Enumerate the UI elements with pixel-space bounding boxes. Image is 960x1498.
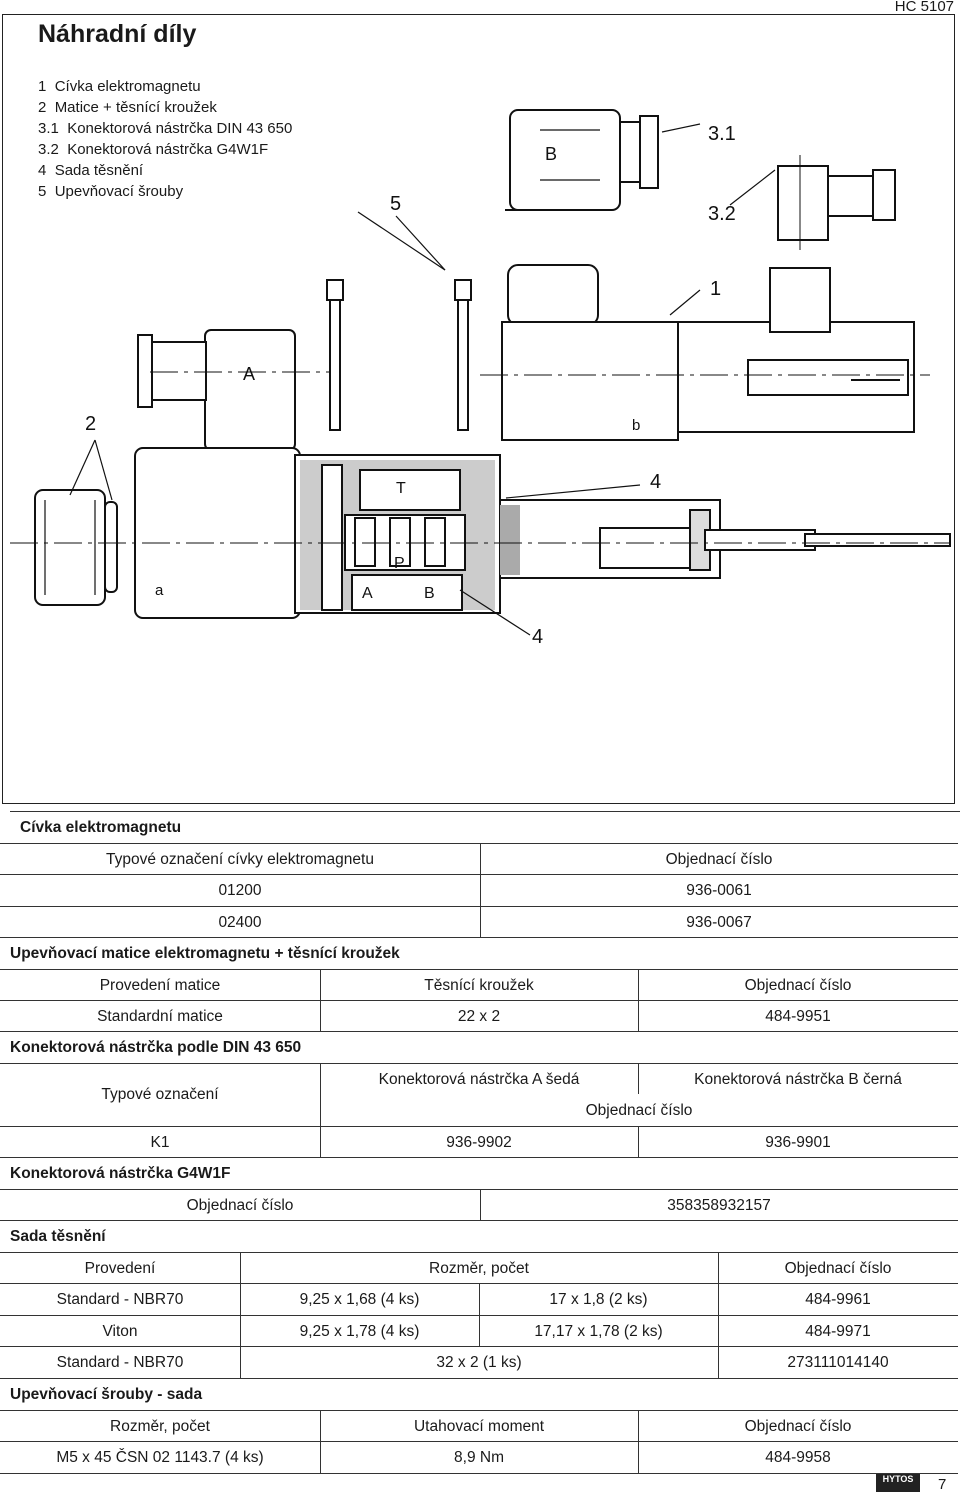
- label-3-2: 3.2: [708, 203, 736, 225]
- divider: [320, 1410, 321, 1473]
- divider: [638, 1410, 639, 1473]
- label-connector-b: B: [545, 144, 557, 164]
- divider: [718, 1252, 719, 1378]
- legend-item: 2 Matice + těsnící kroužek: [38, 99, 217, 116]
- divider: [320, 969, 321, 1031]
- divider: [240, 1252, 241, 1378]
- divider: [479, 1283, 480, 1346]
- section-coil: Cívka elektromagnetu: [10, 811, 960, 843]
- legend-item: 3.1 Konektorová nástrčka DIN 43 650: [38, 120, 293, 137]
- table-row: Standard - NBR70 32 x 2 (1 ks) 273111014…: [0, 1346, 958, 1378]
- divider: [638, 1063, 639, 1094]
- section-g4w1f: Konektorová nástrčka G4W1F: [0, 1157, 958, 1189]
- label-4-top: 4: [650, 471, 661, 493]
- label-1: 1: [710, 278, 721, 300]
- din-header: Typové označení Konektorová nástrčka A š…: [0, 1063, 958, 1126]
- label-5: 5: [390, 193, 401, 215]
- table-row: Objednací číslo 358358932157: [0, 1189, 958, 1221]
- document-code: HC 5107: [894, 0, 954, 15]
- coil-header: Typové označení cívky elektromagnetu Obj…: [0, 843, 958, 875]
- table-row: 02400 936-0067: [0, 906, 958, 938]
- label-coil-a: a: [155, 582, 164, 599]
- label-connector-a: A: [243, 364, 255, 384]
- page-title: Náhradní díly: [38, 20, 197, 48]
- exploded-valve-drawing: 5 3.1 3.2 1 2 4 4 A B T P A B a b: [10, 109, 951, 648]
- label-coil-b: b: [632, 417, 640, 434]
- hytos-logo: HYTOS: [876, 1474, 920, 1492]
- section-nut: Upevňovací matice elektromagnetu + těsní…: [0, 937, 958, 969]
- divider: [638, 969, 639, 1031]
- section-din: Konektorová nástrčka podle DIN 43 650: [0, 1031, 958, 1063]
- drawing-frame: [2, 14, 955, 804]
- divider: [480, 1189, 481, 1220]
- divider: [320, 1063, 321, 1157]
- table-row: Standardní matice 22 x 2 484-9951: [0, 1000, 958, 1032]
- seals-header: Provedení Rozměr, počet Objednací číslo: [0, 1252, 958, 1284]
- label-2: 2: [85, 413, 96, 435]
- label-3-1: 3.1: [708, 123, 736, 145]
- screws-header: Rozměr, počet Utahovací moment Objednací…: [0, 1410, 958, 1442]
- label-port-p: P: [394, 555, 405, 572]
- table-row: M5 x 45 ČSN 02 1143.7 (4 ks) 8,9 Nm 484-…: [0, 1441, 958, 1474]
- section-seals: Sada těsnění: [0, 1220, 958, 1252]
- page-number: 7: [938, 1476, 947, 1493]
- legend-item: 4 Sada těsnění: [38, 162, 144, 179]
- legend-item: 1 Cívka elektromagnetu: [38, 78, 201, 95]
- label-port-a: A: [362, 585, 373, 602]
- section-screws: Upevňovací šrouby - sada: [0, 1378, 958, 1410]
- table-row: 01200 936-0061: [0, 874, 958, 906]
- legend-item: 5 Upevňovací šrouby: [38, 183, 184, 200]
- label-port-b: B: [424, 585, 435, 602]
- parts-legend: 1 Cívka elektromagnetu 2 Matice + těsníc…: [38, 76, 292, 202]
- legend-item: 3.2 Konektorová nástrčka G4W1F: [38, 141, 269, 158]
- divider: [638, 1126, 639, 1157]
- label-port-t: T: [396, 480, 406, 497]
- table-row: K1 936-9902 936-9901: [0, 1126, 958, 1158]
- divider: [480, 843, 481, 937]
- nut-header: Provedení matice Těsnící kroužek Objedna…: [0, 969, 958, 1001]
- label-4-bottom: 4: [532, 626, 543, 648]
